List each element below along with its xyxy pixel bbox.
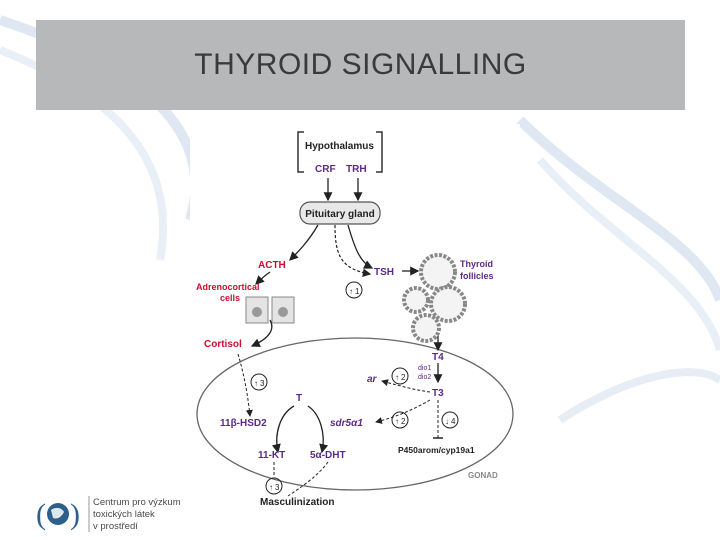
recetox-logo-icon: ( ) bbox=[36, 496, 90, 532]
acth-label: ACTH bbox=[258, 260, 286, 271]
dht-label: 5α-DHT bbox=[310, 450, 346, 461]
dio2-label: dio2 bbox=[418, 374, 431, 381]
line-dht-masc-dashed bbox=[287, 461, 329, 497]
t3-label: T3 bbox=[432, 388, 444, 399]
step-2b-circle bbox=[391, 411, 409, 429]
adrenocortical-label-2: cells bbox=[220, 293, 240, 303]
thyroid-label-2: follicles bbox=[460, 271, 494, 281]
step-3a-up-arrow: ↑ bbox=[254, 379, 258, 388]
slide-title: THYROID SIGNALLING bbox=[194, 48, 527, 81]
gonad-ellipse bbox=[196, 337, 514, 491]
arrow-pituitary-acth bbox=[289, 224, 319, 261]
arrow-t-dht bbox=[307, 405, 329, 454]
masculinization-label: Masculinization bbox=[260, 497, 334, 508]
thyroid-label-1: Thyroid bbox=[460, 259, 493, 269]
hypothalamus-bracket-left bbox=[297, 131, 304, 173]
arrow-acth-adrenal bbox=[255, 271, 271, 285]
hypothalamus-label: Hypothalamus bbox=[305, 141, 374, 152]
step-4-number: 4 bbox=[451, 417, 456, 426]
arrow-adrenal-cortisol bbox=[250, 319, 273, 347]
tsh-label: TSH bbox=[374, 267, 394, 278]
arrow-t-11kt bbox=[271, 405, 295, 454]
step-1-circle bbox=[345, 281, 363, 299]
thyroid-follicles-graphic bbox=[402, 253, 467, 343]
t-label: T bbox=[296, 393, 302, 404]
thyroid-signalling-diagram: Hypothalamus CRF TRH Pituitary gland ACT… bbox=[190, 124, 520, 516]
arrow-pituitary-tsh-dashed bbox=[334, 224, 372, 277]
step-3b-circle bbox=[265, 477, 283, 495]
step-2a-up-arrow: ↑ bbox=[395, 373, 399, 382]
step-2b-number: 2 bbox=[401, 417, 406, 426]
pituitary-label: Pituitary gland bbox=[305, 209, 374, 220]
step-2a-circle bbox=[391, 367, 409, 385]
step-1-number: 1 bbox=[355, 287, 360, 296]
step-2b-up-arrow: ↑ bbox=[395, 417, 399, 426]
gonad-label: GONAD bbox=[468, 471, 498, 480]
step-1-up-arrow: ↑ bbox=[349, 287, 353, 296]
arrow-pituitary-tsh bbox=[347, 224, 374, 269]
hypothalamus-bracket-right bbox=[376, 131, 383, 173]
crf-label: CRF bbox=[315, 164, 336, 175]
pituitary-box bbox=[299, 201, 381, 225]
adrenocortical-cells-graphic bbox=[245, 296, 295, 324]
step-3a-circle bbox=[250, 373, 268, 391]
dio1-label: dio1 bbox=[418, 365, 431, 372]
arrow-cortisol-hsd-dashed bbox=[237, 353, 253, 417]
step-4-down-arrow: ↓ bbox=[445, 417, 449, 426]
logo-line-3: v prostředí bbox=[93, 521, 138, 532]
kt-label: 11-KT bbox=[258, 450, 285, 461]
logo-line-1: Centrum pro výzkum bbox=[93, 497, 181, 508]
srd-label: sdr5α1 bbox=[330, 418, 363, 429]
arrow-t3-srd-dashed bbox=[375, 399, 431, 424]
trh-label: TRH bbox=[346, 164, 367, 175]
step-3b-number: 3 bbox=[275, 483, 280, 492]
logo-text: Centrum pro výzkum toxických látek v pro… bbox=[93, 497, 193, 533]
svg-text:(: ( bbox=[36, 498, 46, 531]
step-2a-number: 2 bbox=[401, 373, 406, 382]
step-3a-number: 3 bbox=[260, 379, 265, 388]
svg-text:): ) bbox=[70, 498, 80, 531]
ar-label: ar bbox=[367, 374, 378, 385]
hsd-label: 11β-HSD2 bbox=[220, 418, 267, 429]
logo-line-2: toxických látek bbox=[93, 509, 155, 520]
t4-label: T4 bbox=[432, 352, 444, 363]
adrenocortical-label-1: Adrenocortical bbox=[196, 282, 260, 292]
step-4-circle bbox=[441, 411, 459, 429]
p450-label: P450arom/cyp19a1 bbox=[398, 445, 475, 455]
cortisol-label: Cortisol bbox=[204, 339, 242, 350]
step-3b-up-arrow: ↑ bbox=[269, 483, 273, 492]
title-bar: THYROID SIGNALLING bbox=[36, 20, 685, 110]
